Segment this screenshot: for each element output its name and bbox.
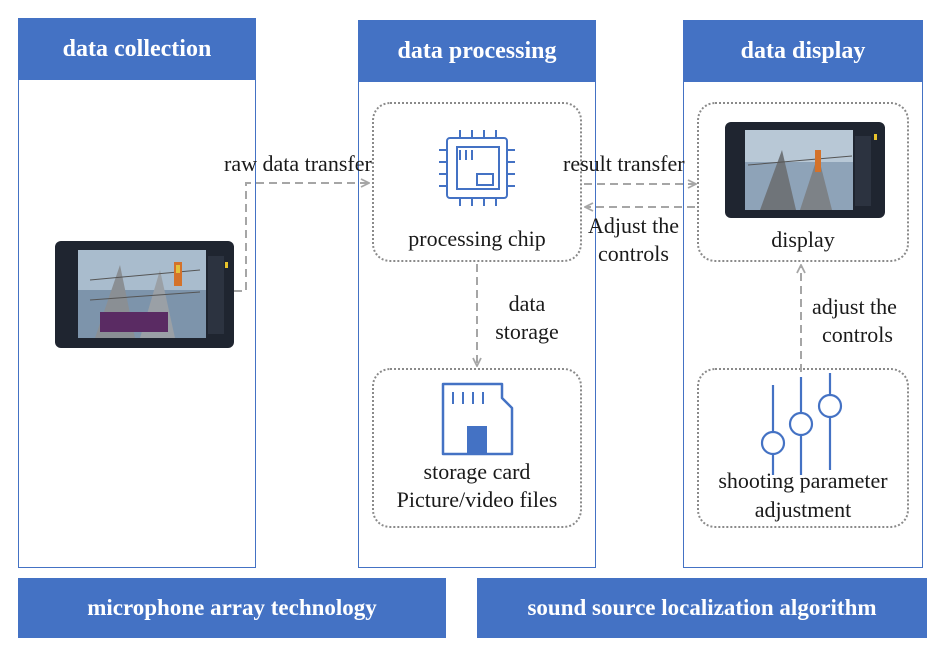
data-storage-label-2: storage [495,319,559,344]
sound-source-localization-bar: sound source localization algorithm [477,578,927,638]
processing-chip-label: processing chip [408,226,546,251]
raw-data-transfer-label: raw data transfer [224,151,372,176]
shooting-parameter-box [697,368,909,528]
adjust-up-label-2: controls [822,322,893,347]
adjustment-label: adjustment [754,497,852,522]
display-label: display [771,227,835,252]
microphone-array-technology-bar: microphone array technology [18,578,446,638]
adjust-back-label-1: Adjust the [588,213,680,238]
adjust-up-label-1: adjust the [812,294,897,319]
data-processing-title: data processing [358,20,596,82]
shooting-parameter-label: shooting parameter [718,468,888,493]
data-display-panel: data display [683,20,923,568]
storage-card-label: storage card [423,459,531,484]
data-processing-panel: data processing [358,20,596,568]
data-storage-label-1: data [508,291,546,316]
adjust-back-label-2: controls [598,241,669,266]
storage-card-box [372,368,582,528]
picture-video-files-label: Picture/video files [396,487,558,512]
data-collection-panel: data collection [18,18,256,568]
display-box [697,102,909,262]
data-collection-title: data collection [18,18,256,80]
processing-chip-box [372,102,582,262]
data-display-title: data display [683,20,923,82]
result-transfer-label: result transfer [563,151,685,176]
